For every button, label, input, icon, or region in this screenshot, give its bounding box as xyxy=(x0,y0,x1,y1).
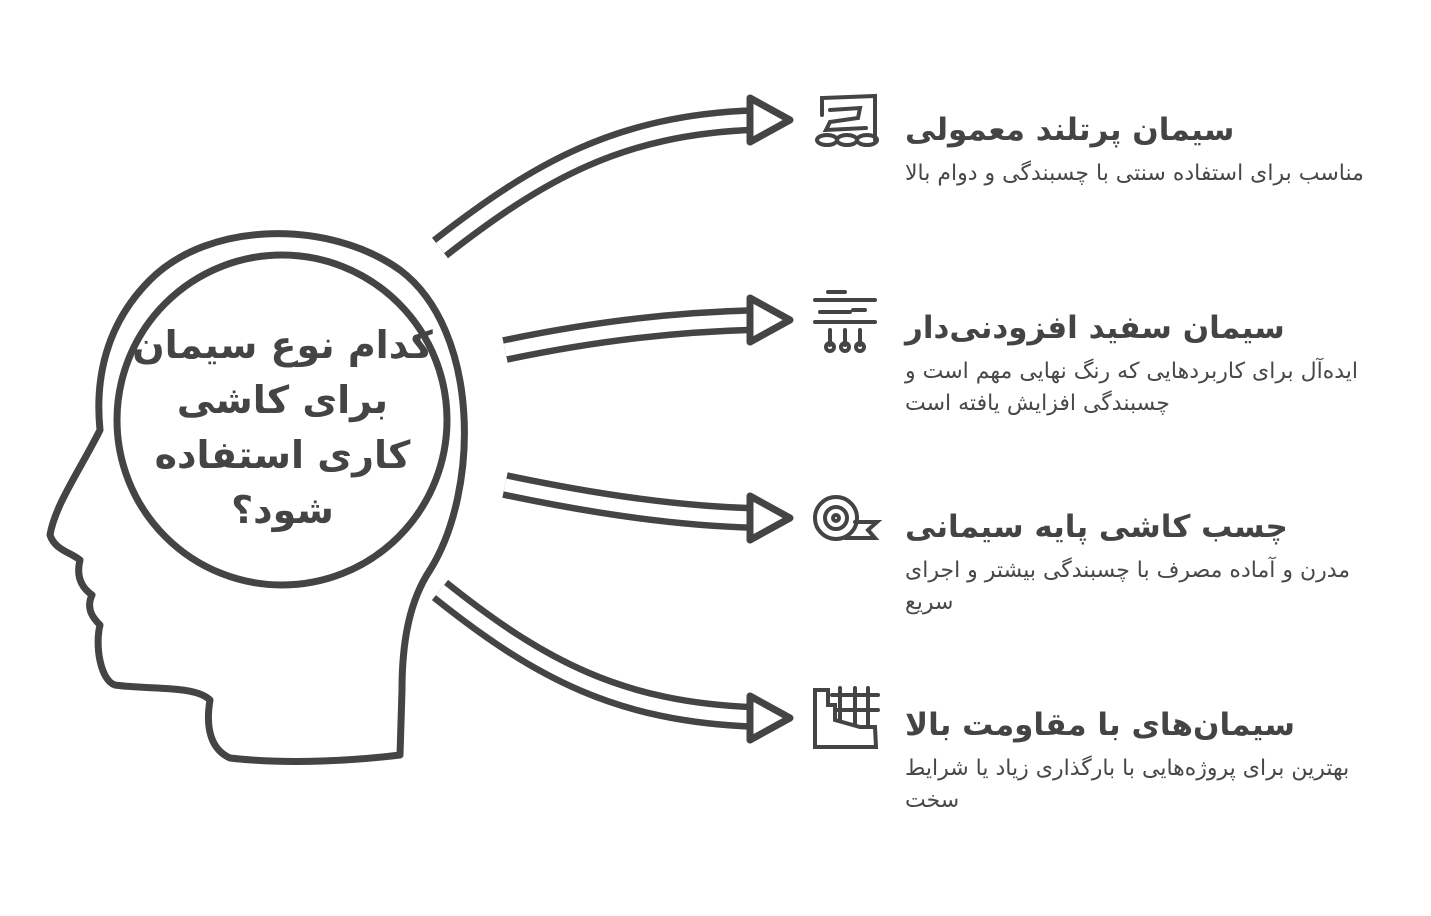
option-title: چسب کاشی پایه سیمانی xyxy=(905,509,1288,545)
arrow-4 xyxy=(431,579,794,744)
arrow-2 xyxy=(502,294,794,363)
option-title: سیمان سفید افزودنی‌دار xyxy=(905,310,1285,346)
option-1: سیمان پرتلند معمولی مناسب برای استفاده س… xyxy=(905,110,1370,190)
central-question: کدام نوع سیمان برای کاشی کاری استفاده شو… xyxy=(132,323,433,532)
head-outline xyxy=(46,230,468,765)
option-2: سیمان سفید افزودنی‌دار ایده‌آل برای کارب… xyxy=(905,308,1370,420)
reinforced-grid-icon xyxy=(813,686,880,749)
option-title: سیمان پرتلند معمولی xyxy=(905,112,1235,148)
option-description: ایده‌آل برای کاربردهایی که رنگ نهایی مهم… xyxy=(905,359,1359,416)
option-description: بهترین برای پروژه‌هایی با بارگذاری زیاد … xyxy=(905,756,1350,813)
arrow-1 xyxy=(432,94,794,259)
arrow-3 xyxy=(502,472,794,544)
option-title: سیمان‌های با مقاومت بالا xyxy=(905,707,1296,743)
option-description: مدرن و آماده مصرف با چسبندگی بیشتر و اجر… xyxy=(905,558,1351,615)
option-description: مناسب برای استفاده سنتی با چسبندگی و دوا… xyxy=(905,161,1364,186)
additives-mixing-icon xyxy=(813,290,877,353)
adhesive-tape-roll-icon xyxy=(813,495,883,541)
option-4: سیمان‌های با مقاومت بالا بهترین برای پرو… xyxy=(905,705,1370,817)
cement-bags-icon xyxy=(815,93,879,147)
thought-circle xyxy=(113,251,451,589)
option-3: چسب کاشی پایه سیمانی مدرن و آماده مصرف ب… xyxy=(905,507,1370,619)
